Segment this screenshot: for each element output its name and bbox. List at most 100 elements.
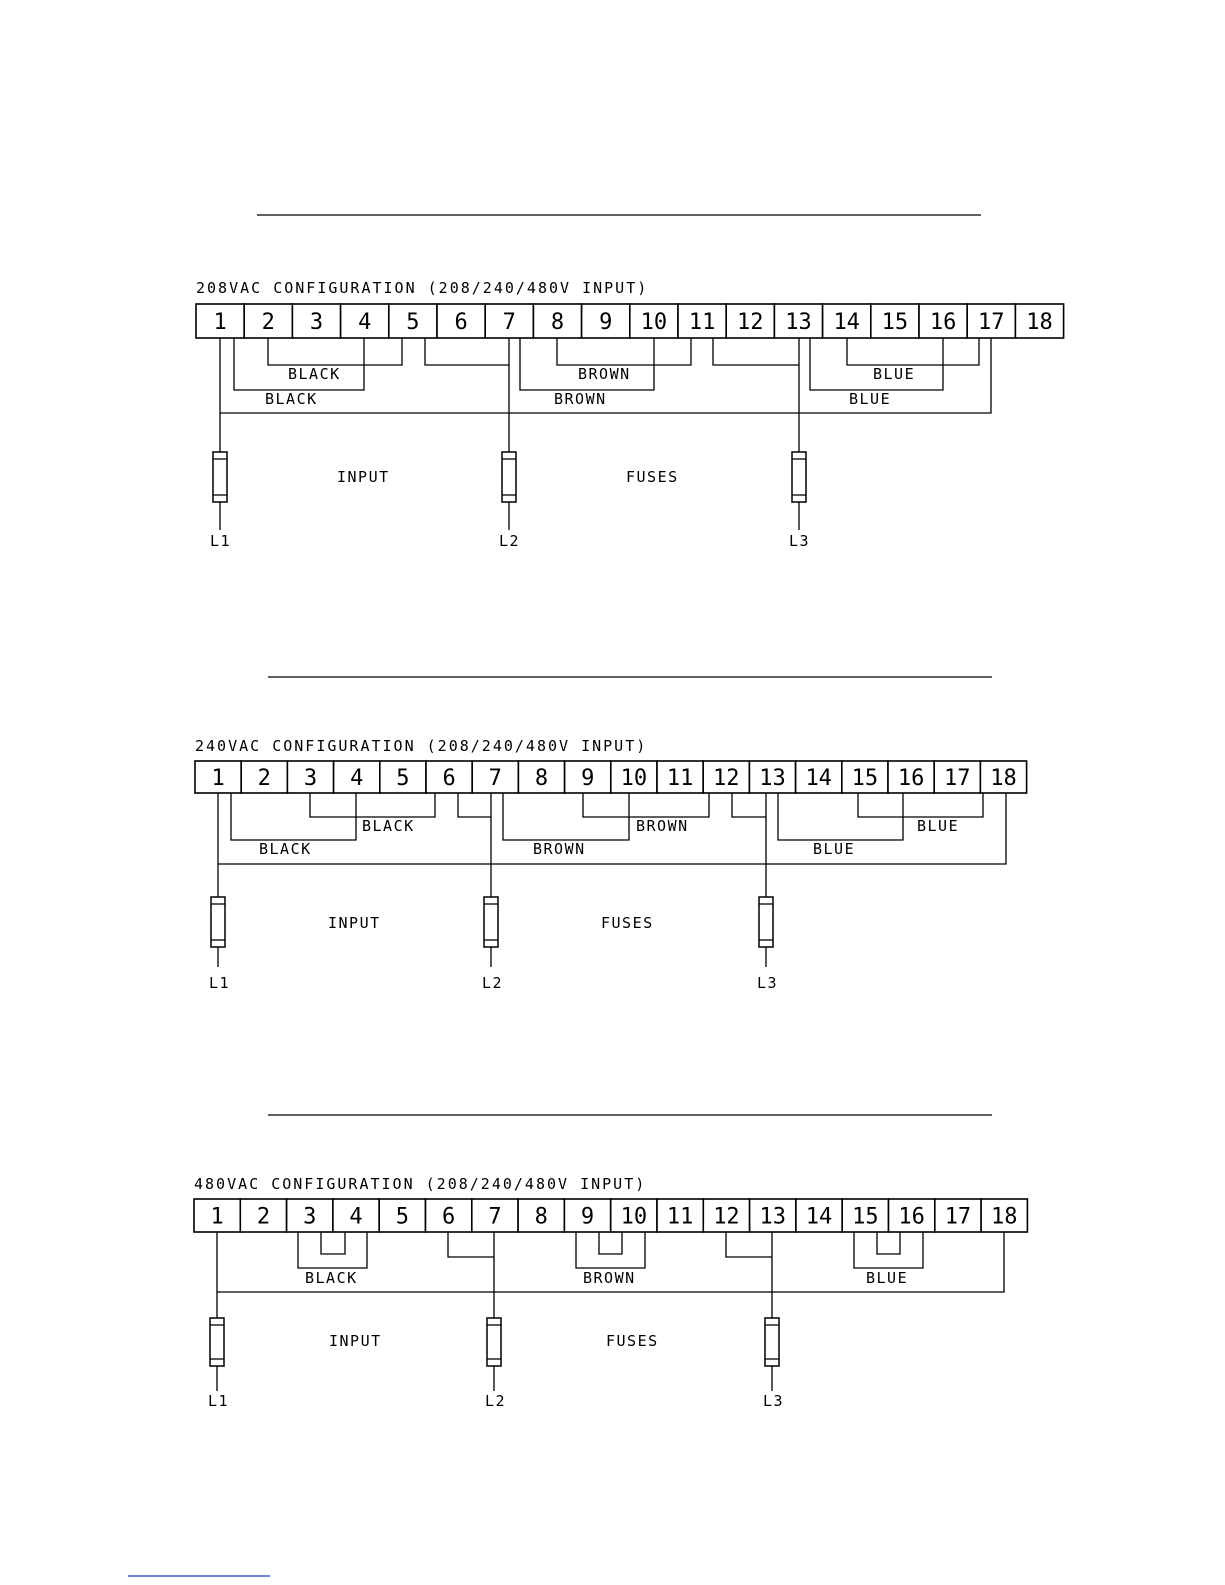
- wire: [809, 338, 944, 391]
- terminal-12: 12: [702, 760, 751, 794]
- terminal-number: 17: [978, 310, 1005, 335]
- terminal-number: 17: [945, 1205, 972, 1230]
- terminal-1: 1: [193, 1198, 242, 1233]
- terminal-number: 11: [667, 1205, 694, 1230]
- terminal-number: 18: [990, 766, 1017, 791]
- terminal-12: 12: [702, 1198, 751, 1233]
- diagram-title: 208VAC CONFIGURATION (208/240/480V INPUT…: [196, 279, 648, 297]
- terminal-8: 8: [517, 760, 566, 794]
- terminal-2: 2: [239, 1198, 288, 1233]
- terminal-number: 1: [213, 310, 226, 335]
- input-label: INPUT: [329, 1332, 382, 1350]
- terminal-15: 15: [869, 303, 920, 339]
- terminal-15: 15: [840, 760, 889, 794]
- terminal-box: [195, 303, 246, 339]
- line-label-l2: L2: [499, 532, 520, 550]
- wire: [233, 338, 365, 391]
- terminal-16: 16: [887, 760, 936, 794]
- terminal-16: 16: [918, 303, 969, 339]
- terminal-box: [1014, 303, 1065, 339]
- diagram-title: 240VAC CONFIGURATION (208/240/480V INPUT…: [195, 737, 647, 755]
- terminal-17: 17: [933, 760, 982, 794]
- wire-label: BLACK: [265, 390, 318, 408]
- terminal-10: 10: [628, 303, 679, 339]
- terminal-number: 14: [806, 1205, 833, 1230]
- terminal-box: [609, 1198, 658, 1233]
- terminal-number: 10: [641, 310, 668, 335]
- terminal-15: 15: [841, 1198, 890, 1233]
- terminal-11: 11: [656, 1198, 705, 1233]
- wire: [725, 1232, 772, 1258]
- terminal-7: 7: [470, 1198, 519, 1233]
- wire: [519, 338, 655, 391]
- terminal-number: 1: [211, 766, 224, 791]
- terminal-number: 7: [488, 1205, 501, 1230]
- terminal-number: 3: [303, 1205, 316, 1230]
- terminal-14: 14: [794, 760, 843, 794]
- wire: [267, 338, 403, 366]
- terminal-18: 18: [1014, 303, 1065, 339]
- terminal-5: 5: [378, 760, 427, 794]
- terminal-number: 10: [621, 766, 648, 791]
- line-label-l1: L1: [208, 1392, 229, 1410]
- terminal-7: 7: [484, 303, 535, 339]
- terminal-number: 4: [350, 766, 363, 791]
- terminal-6: 6: [424, 1198, 473, 1233]
- line-label-l1: L1: [210, 532, 231, 550]
- terminal-18: 18: [980, 1198, 1029, 1233]
- line-label-l3: L3: [763, 1392, 784, 1410]
- terminal-box: [725, 303, 776, 339]
- terminal-box: [378, 760, 427, 794]
- terminal-number: 3: [304, 766, 317, 791]
- terminal-4: 4: [332, 1198, 380, 1233]
- terminal-box: [240, 760, 289, 794]
- wire: [297, 1232, 368, 1269]
- terminal-3: 3: [285, 1198, 334, 1233]
- terminal-18: 18: [979, 760, 1028, 794]
- terminal-10: 10: [609, 760, 658, 794]
- terminal-box: [841, 1198, 890, 1233]
- fuse-icon: [501, 451, 517, 503]
- terminal-box: [470, 1198, 519, 1233]
- terminal-2: 2: [240, 760, 289, 794]
- wire-label: BLUE: [866, 1269, 908, 1287]
- terminal-box: [563, 760, 612, 794]
- terminal-9: 9: [580, 303, 631, 339]
- terminal-number: 2: [257, 1205, 270, 1230]
- terminal-6: 6: [436, 303, 487, 339]
- wire-label: BROWN: [554, 390, 607, 408]
- wire: [598, 1232, 623, 1255]
- diagram-240vac: 240VAC CONFIGURATION (208/240/480V INPUT…: [194, 737, 1028, 992]
- terminal-number: 5: [396, 1205, 409, 1230]
- terminal-number: 3: [310, 310, 323, 335]
- terminal-box: [748, 760, 797, 794]
- wire: [502, 793, 630, 841]
- terminal-number: 4: [358, 310, 371, 335]
- terminal-number: 12: [713, 766, 740, 791]
- terminal-number: 4: [349, 1205, 362, 1230]
- wire: [218, 793, 1007, 865]
- wire-label: BLACK: [288, 365, 341, 383]
- wire: [309, 793, 436, 818]
- fuse-icon: [758, 896, 774, 948]
- terminal-number: 15: [852, 766, 879, 791]
- fuse-icon: [764, 1317, 780, 1367]
- terminal-7: 7: [471, 760, 520, 794]
- terminal-number: 18: [991, 1205, 1018, 1230]
- diagram-480vac: 480VAC CONFIGURATION (208/240/480V INPUT…: [193, 1175, 1029, 1410]
- terminal-number: 7: [489, 766, 502, 791]
- wire-label: BLUE: [917, 817, 959, 835]
- terminal-number: 2: [262, 310, 275, 335]
- terminal-9: 9: [563, 760, 612, 794]
- wire: [712, 338, 799, 366]
- wire: [846, 338, 980, 366]
- wire: [217, 1232, 1005, 1293]
- terminal-box: [291, 303, 342, 339]
- fuses-label: FUSES: [626, 468, 679, 486]
- wire: [777, 793, 904, 841]
- terminal-17: 17: [966, 303, 1017, 339]
- wire: [582, 793, 710, 818]
- wire: [457, 793, 491, 818]
